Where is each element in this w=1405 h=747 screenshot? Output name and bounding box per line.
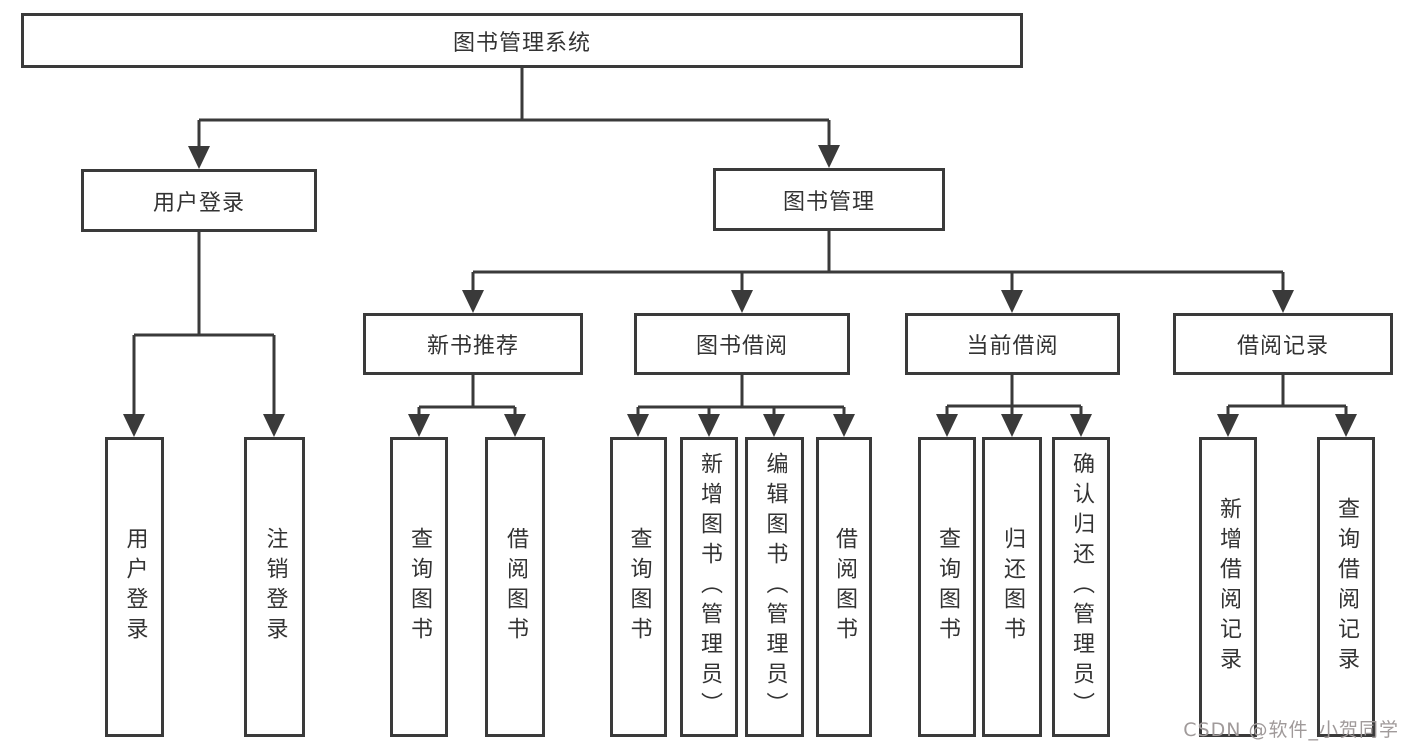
leaf-query-books-current: 查询图书 [918, 437, 976, 737]
node-book-borrowing: 图书借阅 [634, 313, 850, 375]
leaf-user-login: 用户登录 [105, 437, 164, 737]
leaf-return-books: 归还图书 [982, 437, 1042, 737]
node-library-management-system: 图书管理系统 [21, 13, 1023, 68]
leaf-label: 借阅图书 [832, 527, 857, 647]
leaf-logout: 注销登录 [244, 437, 305, 737]
leaf-label: 查询借阅记录 [1334, 497, 1359, 677]
csdn-watermark: CSDN @软件_小贺同学 [1183, 719, 1399, 741]
leaf-confirm-return-admin: 确认归还（管理员） [1052, 437, 1110, 737]
leaf-label: 注销登录 [262, 527, 288, 647]
leaf-label: 查询图书 [407, 527, 432, 647]
leaf-label: 查询图书 [626, 527, 652, 647]
leaf-borrow-books: 借阅图书 [816, 437, 872, 737]
leaf-label: 归还图书 [1000, 527, 1025, 647]
leaf-add-borrow-record: 新增借阅记录 [1199, 437, 1257, 737]
node-user-login: 用户登录 [81, 169, 317, 232]
leaf-query-books-recommend: 查询图书 [390, 437, 448, 737]
arrowheads [123, 145, 1357, 437]
leaf-add-books-admin: 新增图书（管理员） [680, 437, 738, 737]
leaf-label: 借阅图书 [503, 527, 528, 647]
leaf-label: 新增图书（管理员） [697, 452, 722, 722]
leaf-label: 确认归还（管理员） [1069, 452, 1094, 722]
leaf-edit-books-admin: 编辑图书（管理员） [745, 437, 804, 737]
leaf-label: 查询图书 [935, 527, 960, 647]
node-borrowing-records: 借阅记录 [1173, 313, 1393, 375]
leaf-query-borrow-record: 查询借阅记录 [1317, 437, 1375, 737]
leaf-label: 编辑图书（管理员） [762, 452, 788, 722]
node-new-book-recommendation: 新书推荐 [363, 313, 583, 375]
leaf-label: 新增借阅记录 [1216, 497, 1241, 677]
leaf-borrow-books-recommend: 借阅图书 [485, 437, 545, 737]
leaf-query-books-borrowing: 查询图书 [610, 437, 667, 737]
node-current-borrowing: 当前借阅 [905, 313, 1120, 375]
node-book-management: 图书管理 [713, 168, 945, 231]
leaf-label: 用户登录 [122, 527, 148, 647]
